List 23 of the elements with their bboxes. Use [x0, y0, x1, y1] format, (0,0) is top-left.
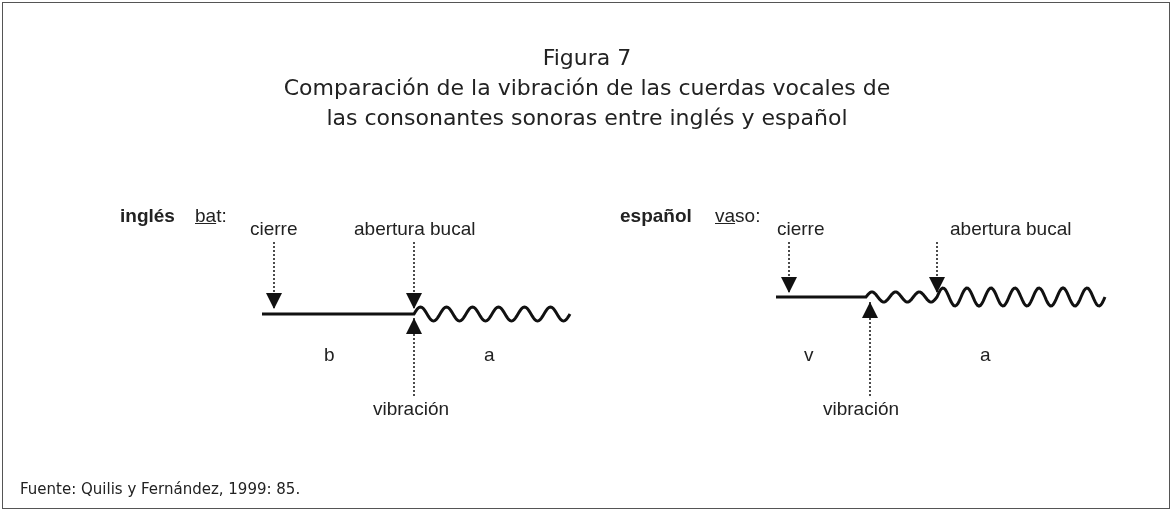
figure-subtitle: Comparación de la vibración de las cuerdas vocales de las consonantes sonoras entre inglés y español [282, 74, 892, 132]
leader-arrow [862, 301, 878, 397]
segment-letter: a [484, 344, 495, 366]
leader-label: abertura bucal [950, 218, 1072, 240]
source-note: Fuente: Quilis y Fernández, 1999: 85. [20, 479, 301, 500]
leader-arrow [929, 241, 945, 294]
leader-arrow [406, 317, 422, 397]
figure-title: Figura 7 [541, 44, 633, 72]
leader-arrow [266, 241, 282, 310]
leader-label: vibración [823, 398, 900, 420]
leader-label: vibración [373, 398, 450, 420]
segment-letter: a [980, 344, 991, 366]
leader-arrow [781, 241, 797, 294]
language-label: español [620, 205, 692, 227]
example-word: bat: [195, 205, 227, 227]
language-label: inglés [120, 205, 175, 227]
segment-letter: v [804, 344, 814, 366]
example-word: vaso: [715, 205, 761, 227]
leader-arrow [406, 241, 422, 310]
segment-letter: b [324, 344, 335, 366]
leader-label: cierre [777, 218, 825, 240]
leader-label: cierre [250, 218, 298, 240]
leader-label: abertura bucal [354, 218, 476, 240]
